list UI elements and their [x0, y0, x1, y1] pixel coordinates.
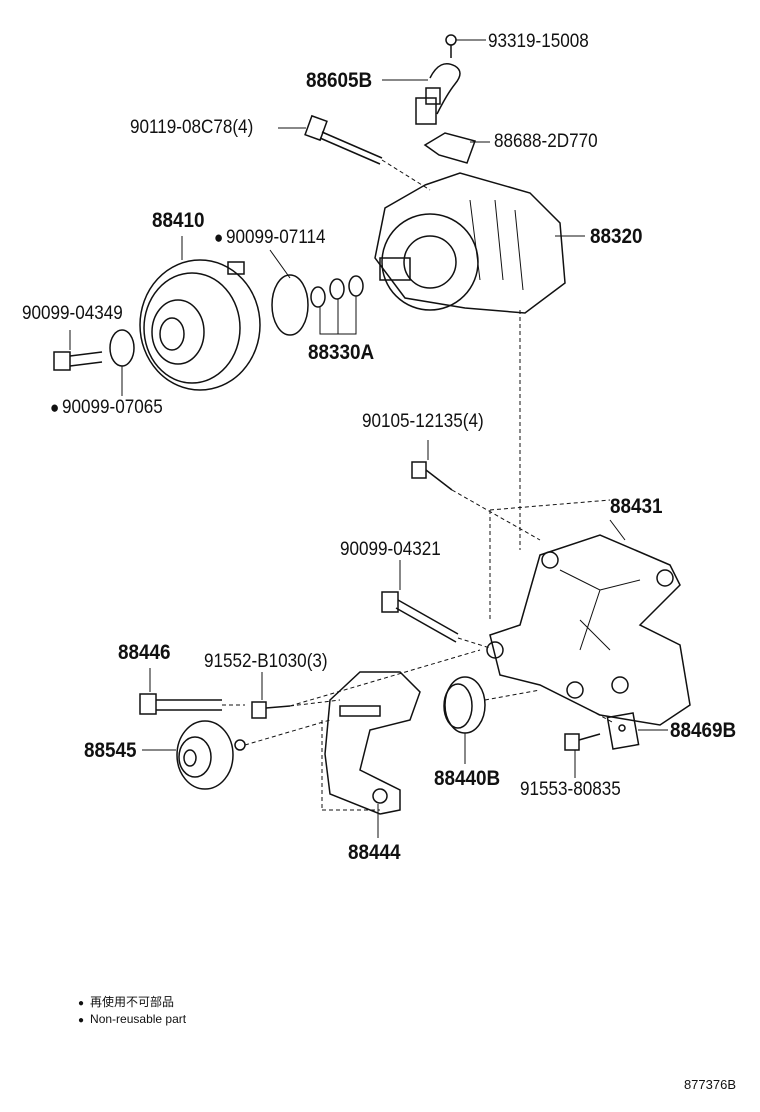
label-88320: 88320 [590, 225, 643, 248]
label-90099-07065: 90099-07065 [50, 398, 163, 417]
label-88688-2d770: 88688-2D770 [494, 131, 598, 152]
bolt-90119-icon [278, 114, 431, 191]
snap-ring-90099-07114-icon [269, 249, 309, 336]
label-93319-15008: 93319-15008 [488, 31, 589, 52]
label-90099-07114: 90099-07114 [214, 228, 326, 247]
label-90105-12135: 90105-12135(4) [362, 411, 484, 432]
label-90099-04349: 90099-04349 [22, 303, 123, 324]
bolt-88446-icon [139, 668, 245, 715]
legend-english-text: Non-reusable part [90, 1012, 187, 1026]
nut-88469b-icon [589, 709, 668, 750]
label-90099-04321: 90099-04321 [340, 539, 441, 560]
idler-pulley-88545-icon [142, 719, 331, 790]
bolt-91553-icon [564, 733, 601, 778]
legend-japanese: ● 再使用不可部品 [78, 993, 174, 1010]
screw-93319-icon [445, 34, 486, 58]
label-88444: 88444 [348, 841, 401, 864]
bolt-91552-icon [251, 649, 481, 719]
compressor-88320-icon [374, 172, 585, 314]
label-88545: 88545 [84, 739, 137, 762]
label-88410: 88410 [152, 209, 205, 232]
bracket-88688-icon [423, 132, 490, 164]
bullet-icon: ● [78, 998, 85, 1009]
bolt-90105-icon [411, 440, 541, 541]
label-91553-80835: 91553-80835 [520, 779, 621, 800]
bolt-90099-04349-icon [53, 329, 135, 396]
label-91552-b1030: 91552-B1030(3) [204, 651, 328, 672]
clutch-pulley-88410-icon [139, 236, 261, 391]
harness-88605b-icon [382, 63, 461, 125]
bracket-88431-icon [486, 519, 691, 726]
label-90119-08c78: 90119-08C78(4) [130, 117, 254, 138]
label-88431: 88431 [610, 495, 663, 518]
bracket-88444-icon [321, 671, 421, 838]
label-88605b: 88605B [306, 69, 373, 92]
legend-japanese-text: 再使用不可部品 [90, 995, 175, 1009]
label-88469b: 88469B [670, 719, 737, 742]
label-88330a: 88330A [308, 341, 375, 364]
diagram-code: 877376B [683, 1077, 736, 1092]
bullet-icon: ● [78, 1015, 85, 1026]
idler-88440b-icon [443, 676, 541, 764]
label-88446: 88446 [118, 641, 171, 664]
bolt-90099-04321-icon [381, 560, 491, 649]
legend-english: ● Non-reusable part [78, 1012, 186, 1026]
shims-88330a-icon [310, 275, 364, 335]
label-88440b: 88440B [434, 767, 501, 790]
